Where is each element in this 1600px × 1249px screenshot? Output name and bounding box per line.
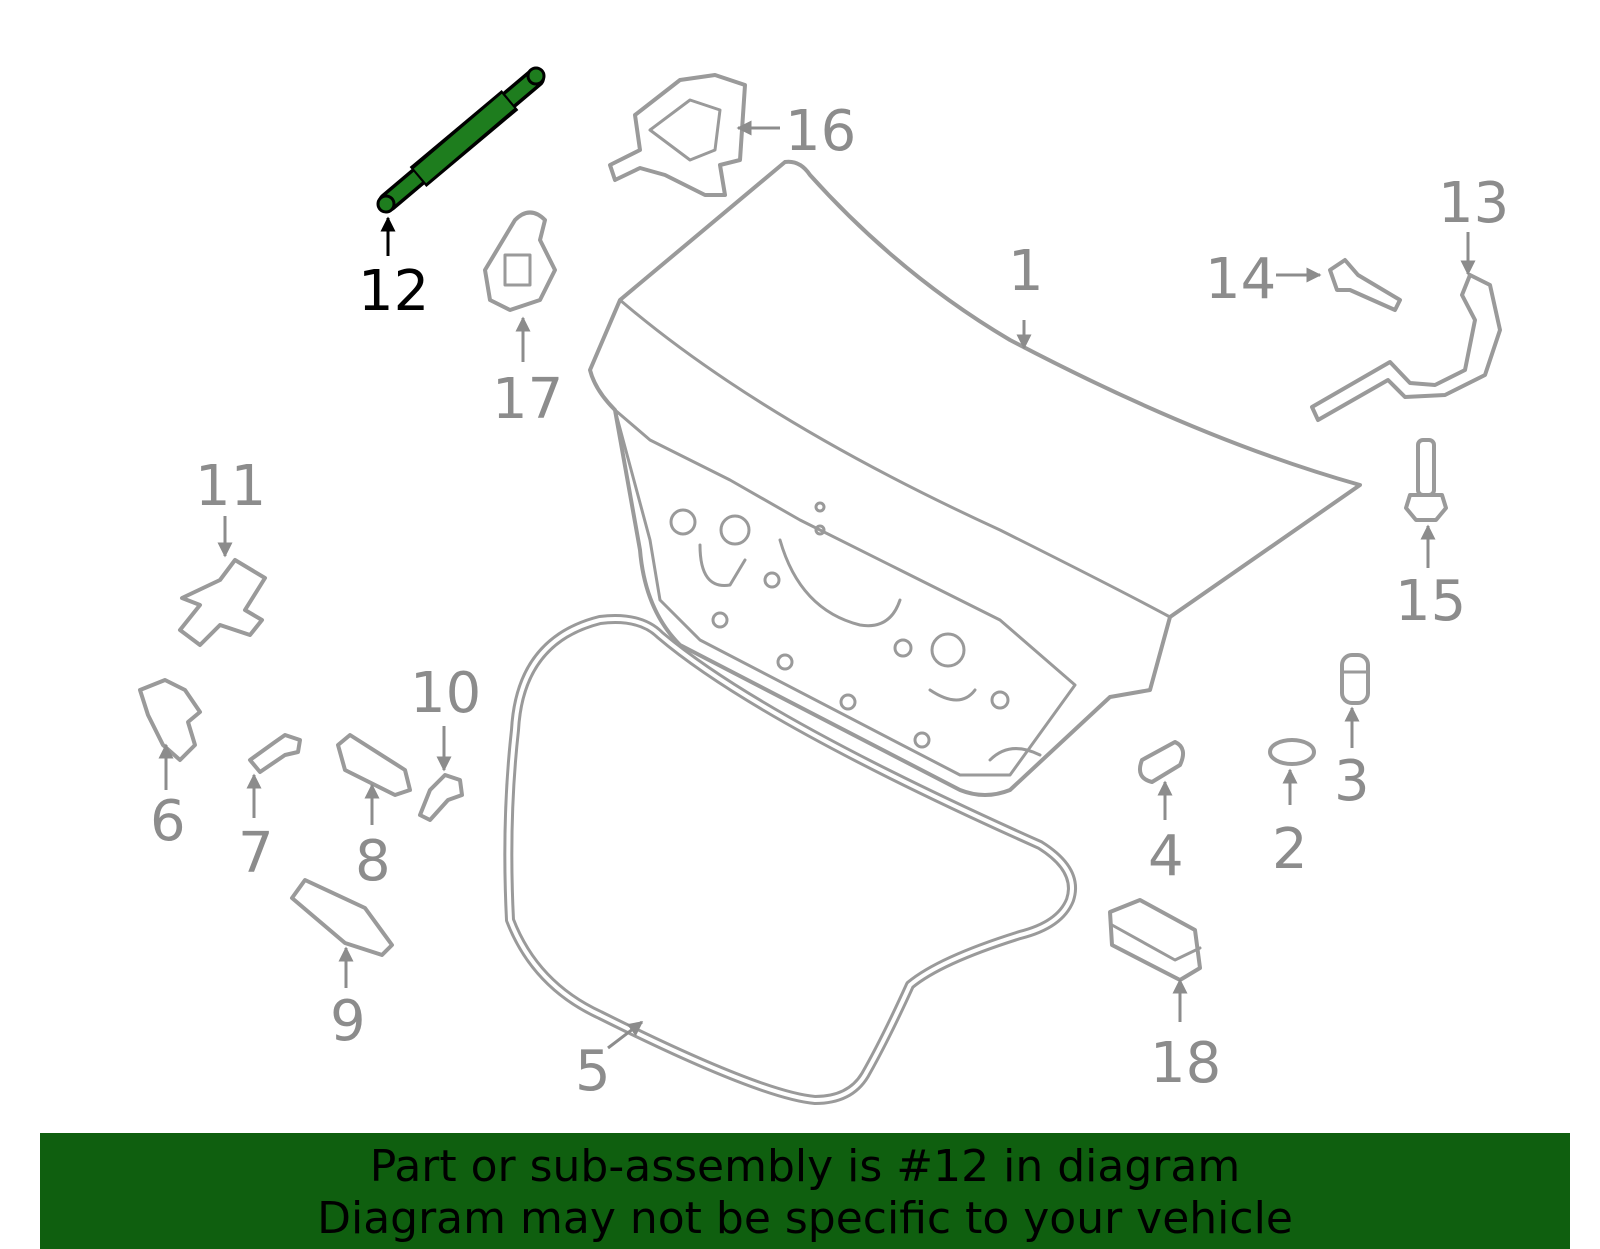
part-18-block[interactable] bbox=[1108, 898, 1202, 982]
part-15-bolt[interactable] bbox=[1404, 438, 1448, 522]
callout-4: 4 bbox=[1148, 824, 1184, 889]
callout-10: 10 bbox=[410, 661, 481, 726]
callout-2: 2 bbox=[1272, 817, 1308, 882]
callout-arrows bbox=[158, 120, 1476, 1050]
callout-12: 12 bbox=[358, 259, 429, 324]
part-17-latch[interactable] bbox=[483, 210, 557, 312]
part-8-clip[interactable] bbox=[336, 733, 412, 797]
callout-15: 15 bbox=[1395, 569, 1466, 634]
callout-18: 18 bbox=[1150, 1031, 1221, 1096]
callout-8: 8 bbox=[355, 829, 391, 894]
part-1-trunk-lid[interactable] bbox=[588, 159, 1362, 797]
part-6-bracket[interactable] bbox=[138, 678, 202, 762]
banner-line-1: Part or sub-assembly is #12 in diagram bbox=[369, 1141, 1241, 1192]
part-5-weatherstrip[interactable] bbox=[503, 614, 1077, 1105]
callout-numbers: 1 2 3 4 5 6 7 8 9 10 11 12 13 14 15 16 1… bbox=[150, 99, 1509, 1104]
callout-16: 16 bbox=[785, 99, 856, 164]
part-11-clip[interactable] bbox=[178, 558, 267, 647]
callout-5: 5 bbox=[575, 1039, 611, 1104]
part-9-pad[interactable] bbox=[290, 878, 394, 957]
part-3-bumper[interactable] bbox=[1340, 653, 1370, 705]
callout-11: 11 bbox=[195, 454, 266, 519]
callout-14: 14 bbox=[1205, 247, 1276, 312]
callout-1: 1 bbox=[1008, 239, 1044, 304]
part-2-grommet[interactable] bbox=[1268, 738, 1316, 766]
callout-9: 9 bbox=[330, 989, 366, 1054]
part-4-stop[interactable] bbox=[1138, 740, 1186, 784]
part-12-gas-strut[interactable] bbox=[376, 66, 546, 214]
part-10-push-pin[interactable] bbox=[418, 773, 464, 822]
banner-line-2: Diagram may not be specific to your vehi… bbox=[317, 1193, 1293, 1244]
callout-17: 17 bbox=[492, 367, 563, 432]
part-13-rod[interactable] bbox=[1310, 273, 1502, 422]
callout-13: 13 bbox=[1438, 171, 1509, 236]
info-banner: Part or sub-assembly is #12 in diagram D… bbox=[40, 1133, 1570, 1249]
callout-6: 6 bbox=[150, 789, 186, 854]
callout-7: 7 bbox=[238, 821, 274, 886]
part-16-hinge[interactable] bbox=[608, 73, 747, 197]
part-7-screw[interactable] bbox=[248, 733, 302, 774]
callout-3: 3 bbox=[1334, 749, 1370, 814]
part-14-bolt[interactable] bbox=[1328, 258, 1402, 312]
